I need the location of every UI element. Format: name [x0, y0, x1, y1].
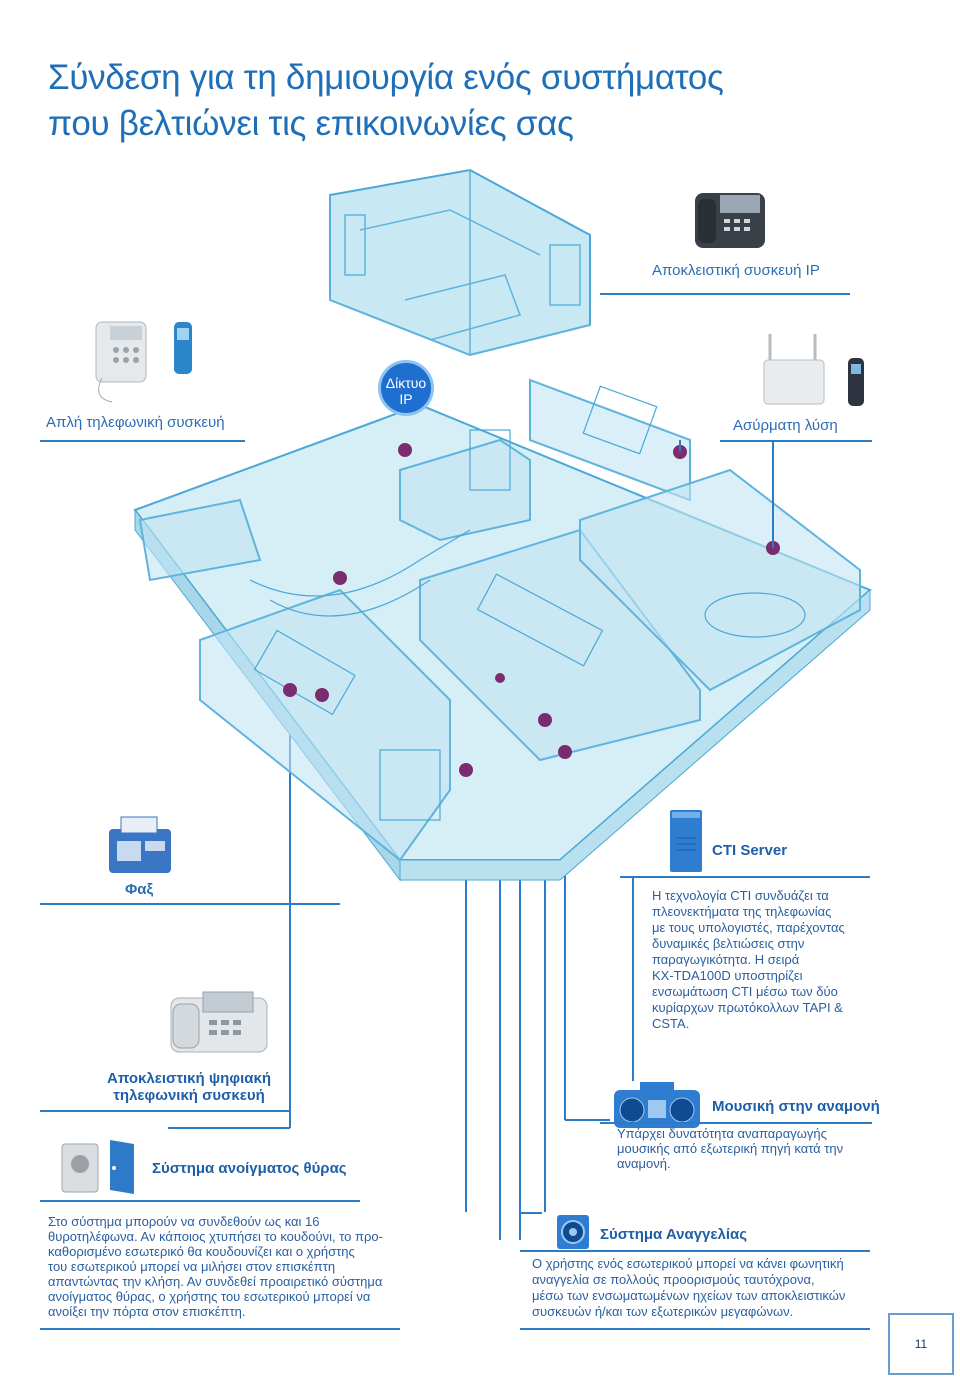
page-number-text: 11 — [914, 1337, 928, 1351]
cti-desc-line: ενσωμάτωση CTI μέσω των δύο — [652, 984, 838, 999]
door-system-rule — [40, 1200, 360, 1202]
digital-phone-icon — [170, 991, 268, 1053]
analog-phone-label: Απλή τηλεφωνική συσκευή — [46, 414, 225, 431]
door-intercom-icon — [61, 1140, 134, 1194]
door-system-label: Σύστημα ανοίγματος θύρας — [152, 1160, 347, 1177]
ip-phone-label: Αποκλειστική συσκευή IP — [652, 262, 820, 279]
page-title: Σύνδεση για τη δημιουργία ενός συστήματο… — [48, 55, 724, 147]
door-desc-line: του εσωτερικού μπορεί να μιλήσει στον επ… — [48, 1259, 336, 1274]
music-description: Υπάρχει δυνατότητα αναπαραγωγής μουσικής… — [617, 1126, 877, 1171]
cti-desc-line: CSTA. — [652, 1016, 690, 1031]
cti-description: Η τεχνολογία CTI συνδυάζει τα πλεονεκτήμ… — [652, 888, 882, 1032]
music-rule — [600, 1122, 872, 1124]
door-desc-line: Στο σύστημα μπορούν να συνδεθούν ως και … — [48, 1214, 320, 1229]
door-desc-line: καθορισμένο εσωτερικό θα κουδουνίζει και… — [48, 1244, 355, 1259]
wireless-base-icon — [763, 334, 864, 406]
door-desc-line: απαντώντας την κλήση. Αν συνδεθεί προαιρ… — [48, 1274, 383, 1289]
cti-desc-line: με τους υπολογιστές, παρέχοντας — [652, 920, 845, 935]
title-line-2: που βελτιώνει τις επικοινωνίες σας — [48, 104, 574, 143]
cti-desc-line: παραγωγικότητα. Η σειρά — [652, 952, 800, 967]
cti-server-icon — [670, 810, 702, 872]
paging-desc-line: συσκευών ή/και των εξωτερικών μεγαφώνων. — [532, 1304, 794, 1319]
cti-desc-line: δυναμικές βελτιώσεις στην — [652, 936, 805, 951]
digital-phone-rule — [40, 1110, 290, 1112]
paging-system-label: Σύστημα Αναγγελίας — [600, 1226, 748, 1243]
digital-phone-label-1: Αποκλειστική ψηφιακή — [107, 1070, 271, 1087]
cti-rule — [620, 876, 870, 878]
cti-desc-line: KX-TDA100D υποστηρίζει — [652, 968, 803, 983]
music-on-hold-label: Μουσική στην αναμονή — [712, 1098, 880, 1115]
digital-phone-label-2: τηλεφωνική συσκευή — [113, 1087, 265, 1104]
page-number: 11 — [888, 1313, 954, 1375]
door-description: Στο σύστημα μπορούν να συνδεθούν ως και … — [48, 1214, 398, 1319]
analog-phone-icon — [95, 321, 192, 403]
cti-vertical-rule — [632, 876, 634, 1081]
paging-bottom-rule — [520, 1328, 870, 1330]
door-desc-line: ανοίγματος θύρας, ο χρήστης του εσωτερικ… — [48, 1289, 371, 1304]
wireless-label: Ασύρματη λύση — [733, 417, 838, 434]
door-desc-line: θυροτηλέφωνα. Αν κάποιος χτυπήσει το κου… — [48, 1229, 383, 1244]
door-desc-line: ανοίξει την πόρτα στον επισκέπτη. — [48, 1304, 246, 1319]
paging-rule — [520, 1250, 870, 1252]
wireless-rule — [720, 440, 872, 442]
cti-desc-line: πλεονεκτήματα της τηλεφωνίας — [652, 904, 832, 919]
fax-rule — [40, 903, 340, 905]
cti-desc-line: κυρίαρχων πρωτόκολλων TAPI & — [652, 1000, 843, 1015]
cti-desc-line: Η τεχνολογία CTI συνδυάζει τα — [652, 888, 829, 903]
paging-desc-line: αναγγελία σε πολλούς προορισμούς ταυτόχρ… — [532, 1272, 815, 1287]
speaker-icon — [557, 1215, 589, 1249]
ip-phone-rule — [600, 293, 850, 295]
analog-phone-rule — [40, 440, 245, 442]
ip-network-line-2: IP — [399, 391, 413, 407]
title-line-1: Σύνδεση για τη δημιουργία ενός συστήματο… — [48, 58, 724, 97]
paging-description: Ο χρήστης ενός εσωτερικού μπορεί να κάνε… — [532, 1256, 877, 1320]
music-desc-line: Υπάρχει δυνατότητα αναπαραγωγής — [617, 1126, 827, 1141]
door-bottom-rule — [40, 1328, 400, 1330]
cti-server-label: CTI Server — [712, 842, 788, 859]
ip-network-line-1: Δίκτυο — [385, 375, 427, 391]
music-desc-line: μουσικής από εξωτερική πηγή κατά την — [617, 1141, 844, 1156]
digital-phone-label: Αποκλειστική ψηφιακή τηλεφωνική συσκευή — [105, 1070, 273, 1104]
ip-phone-icon — [695, 193, 765, 248]
paging-connector — [520, 1212, 542, 1214]
paging-desc-line: μέσω των ενσωματωμένων ηχείων των αποκλε… — [532, 1288, 846, 1303]
ip-network-badge: Δίκτυο IP — [378, 360, 434, 416]
music-desc-line: αναμονή. — [617, 1156, 671, 1171]
fax-icon — [109, 816, 171, 873]
fax-label: Φαξ — [125, 881, 154, 898]
music-player-icon — [614, 1082, 700, 1128]
paging-desc-line: Ο χρήστης ενός εσωτερικού μπορεί να κάνε… — [532, 1256, 844, 1271]
